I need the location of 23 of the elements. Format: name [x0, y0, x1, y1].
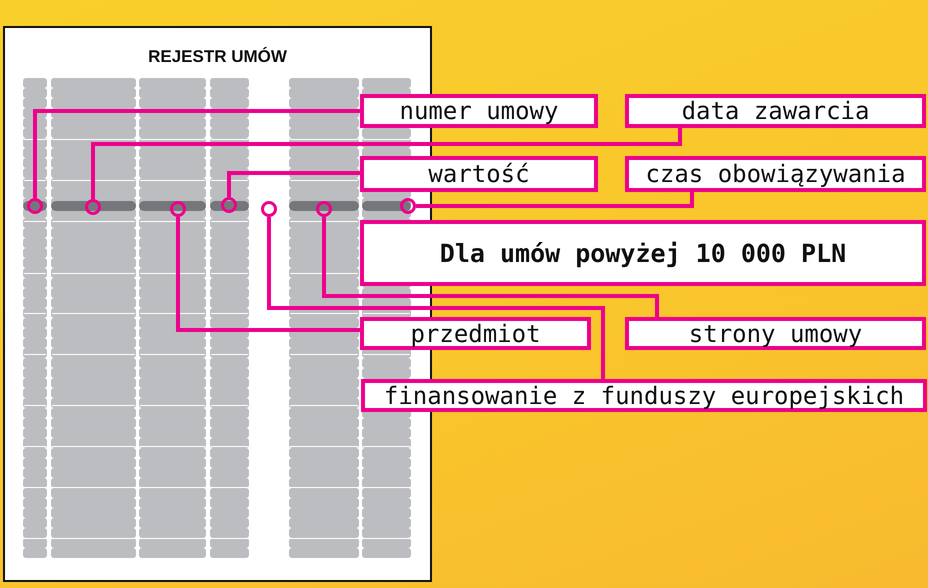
callout-box: Dla umów powyżej 10 000 PLN [360, 220, 926, 286]
leader-line [322, 217, 659, 317]
marker-ring [27, 198, 43, 214]
callout-box: przedmiot [360, 317, 591, 350]
callout-box: wartość [360, 156, 598, 192]
marker-ring [170, 201, 186, 217]
callout-box: numer umowy [360, 94, 598, 128]
callout-box: strony umowy [625, 317, 926, 350]
leader-line [267, 217, 605, 379]
leader-line [176, 217, 360, 332]
leader-line [91, 128, 682, 199]
marker-ring [316, 201, 332, 217]
page-title: REJESTR UMÓW [148, 47, 287, 67]
callout-box: czas obowiązywania [625, 156, 926, 192]
marker-ring [221, 197, 237, 213]
marker-ring [400, 198, 416, 214]
leader-line [33, 109, 360, 198]
callout-box: data zawarcia [625, 94, 926, 128]
callout-box: finansowanie z funduszy europejskich [361, 379, 927, 412]
marker-ring [261, 201, 277, 217]
marker-ring [85, 199, 101, 215]
leader-line [227, 171, 360, 197]
leader-line [416, 192, 694, 208]
